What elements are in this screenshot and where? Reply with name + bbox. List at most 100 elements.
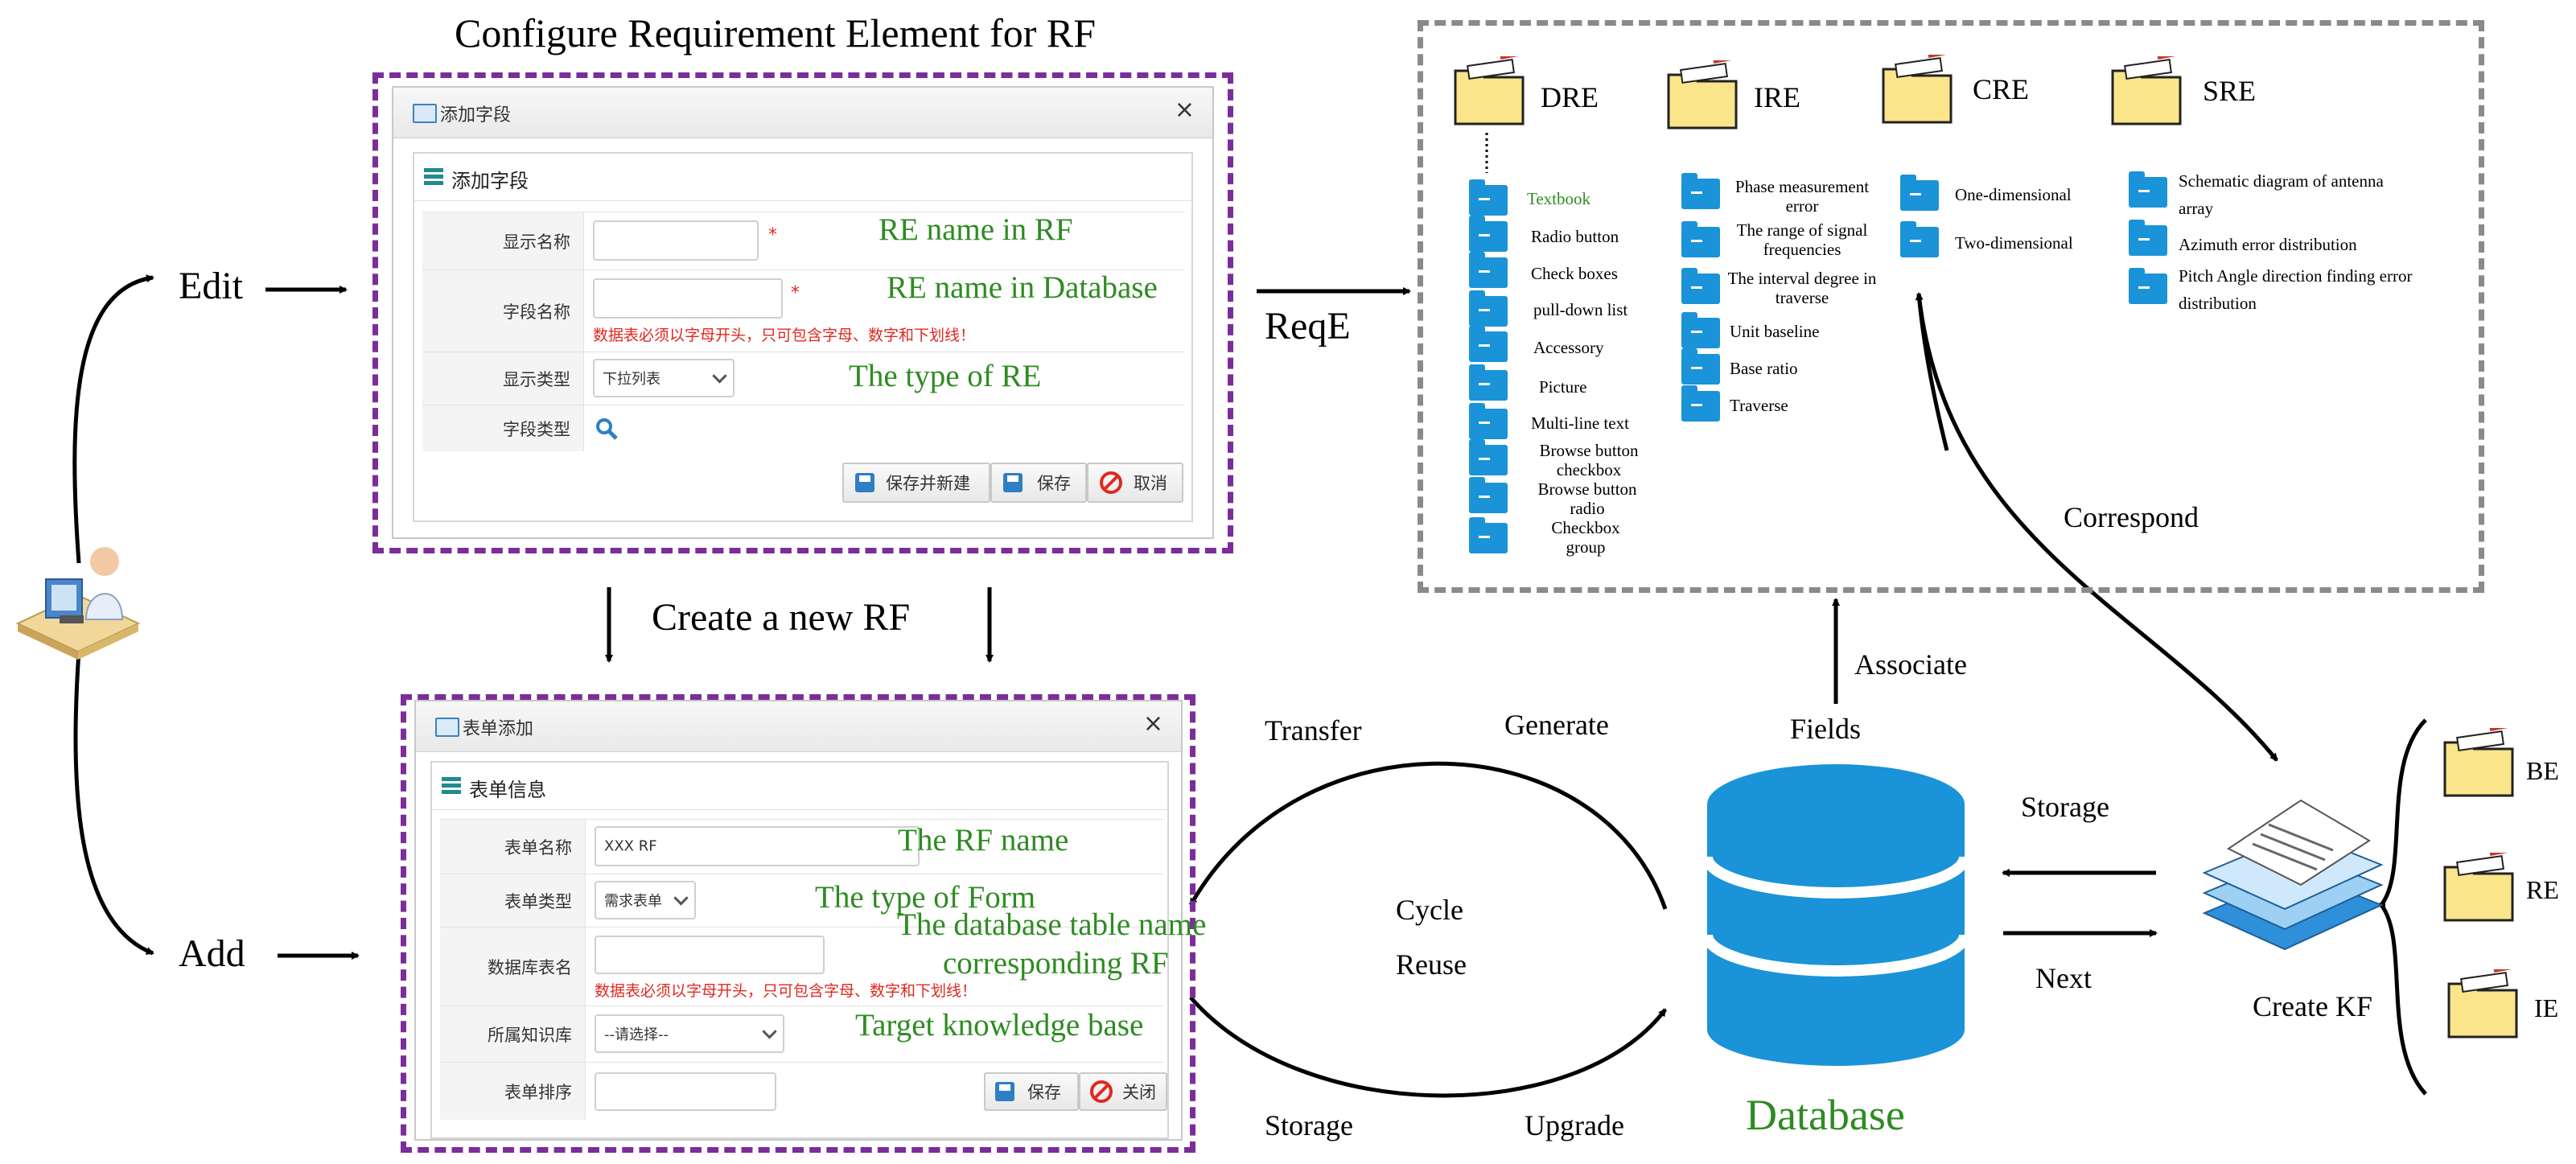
form-row: 所属知识库 --请选择-- xyxy=(440,1006,1164,1062)
blue-folder-icon xyxy=(1900,221,1939,257)
top-window-frame xyxy=(372,72,1233,553)
folder-icon xyxy=(2447,969,2518,1039)
annotation-re-name-db: RE name in Database xyxy=(887,270,1158,305)
blue-folder-icon xyxy=(1469,517,1508,553)
transfer-label: Transfer xyxy=(1265,714,1362,747)
form-row: 表单类型 需求表单 xyxy=(440,874,1164,927)
folder-icon xyxy=(1882,55,1953,124)
close-icon[interactable]: × xyxy=(1174,96,1195,124)
annotation-rf-name: The RF name xyxy=(898,823,1069,858)
sre-item: Azimuth error distribution xyxy=(2179,235,2357,254)
kf-folder-re: RE xyxy=(2526,875,2559,904)
annotation-db-table-1: The database table name xyxy=(897,907,1207,942)
save-and-new-button[interactable]: 保存并新建 xyxy=(842,463,990,503)
panel-header: 添加字段 xyxy=(414,154,1191,201)
fields-label: Fields xyxy=(1790,713,1862,745)
ire-item: Traverse xyxy=(1730,396,1788,415)
reuse-label: Reuse xyxy=(1396,948,1467,981)
add-label: Add xyxy=(179,932,245,975)
next-label: Next xyxy=(2035,962,2092,994)
close-button[interactable]: 关闭 xyxy=(1079,1072,1167,1111)
field-label: 所属知识库 xyxy=(488,1025,572,1045)
field-label: 表单类型 xyxy=(504,891,572,911)
panel-header: 表单信息 xyxy=(432,763,1167,810)
blue-folder-icon xyxy=(1469,326,1508,362)
sre-item: Schematic diagram of antenna array xyxy=(2179,171,2384,218)
arrow-user-add xyxy=(73,651,154,956)
form-row: 表单排序 保存 关闭 xyxy=(440,1062,1167,1120)
arrow-cycle-top xyxy=(1188,761,1668,910)
save-button[interactable]: 保存 xyxy=(984,1072,1079,1111)
folder-icon xyxy=(2111,56,2182,125)
blue-folder-icon xyxy=(1681,348,1720,385)
edit-label: Edit xyxy=(179,265,243,307)
annotation-re-type: The type of RE xyxy=(849,359,1042,393)
blue-folder-icon xyxy=(1469,403,1508,439)
search-icon[interactable] xyxy=(595,417,619,441)
cre-item: Two-dimensional xyxy=(1955,233,2073,253)
window-icon xyxy=(435,718,459,737)
blue-folder-icon xyxy=(1469,252,1508,288)
annotation-db-table-2: corresponding RF xyxy=(943,946,1169,981)
associate-label: Associate xyxy=(1854,648,1967,681)
dre-item: Checkbox group xyxy=(1551,518,1620,557)
reqe-label: ReqE xyxy=(1265,305,1351,348)
cancel-button[interactable]: 取消 xyxy=(1087,463,1183,503)
blue-folder-icon xyxy=(1469,477,1508,513)
form-row: 字段名称 * 数据表必须以字母开头，只可包含字母、数字和下划线！ xyxy=(422,269,1185,352)
blue-folder-icon xyxy=(2129,268,2167,304)
field-name-input[interactable] xyxy=(593,278,783,319)
save-button[interactable]: 保存 xyxy=(990,463,1087,503)
blue-folder-icon xyxy=(2129,220,2167,256)
display-name-input[interactable] xyxy=(593,220,759,261)
annotation-target-kb: Target knowledge base xyxy=(855,1008,1144,1043)
group-name-sre: SRE xyxy=(2203,75,2257,107)
knowledge-base-select[interactable]: --请选择-- xyxy=(595,1014,784,1053)
kf-folder-be: BE xyxy=(2526,756,2559,785)
dre-item: Browse button radio xyxy=(1537,479,1637,518)
bottom-window-frame xyxy=(401,694,1195,1153)
dre-item: Radio button xyxy=(1531,227,1619,246)
document-stack-icon xyxy=(2202,799,2384,951)
display-type-select[interactable]: 下拉列表 xyxy=(593,359,735,397)
annotation-re-name-rf: RE name in RF xyxy=(879,212,1073,247)
dre-item: pull-down list xyxy=(1533,300,1628,319)
blue-folder-icon xyxy=(1681,312,1720,348)
generate-label: Generate xyxy=(1504,709,1609,741)
dre-item: Picture xyxy=(1539,377,1587,397)
dre-item: Check boxes xyxy=(1531,264,1618,283)
group-name-ire: IRE xyxy=(1754,81,1800,113)
blue-folder-icon xyxy=(1469,216,1508,252)
blue-folder-icon xyxy=(1469,290,1508,327)
form-name-input[interactable]: XXX RF xyxy=(595,826,920,866)
reqe-frame xyxy=(1418,20,2484,593)
panel-title: 添加字段 xyxy=(451,170,529,192)
arrow-correspond xyxy=(1916,293,2278,762)
field-label: 表单名称 xyxy=(504,837,572,858)
dre-item: Textbook xyxy=(1527,189,1591,208)
dre-item: Browse button checkbox xyxy=(1539,441,1639,479)
dre-item: Accessory xyxy=(1533,338,1604,357)
group-name-dre: DRE xyxy=(1541,81,1599,113)
create-kf-label: Create KF xyxy=(2253,990,2372,1022)
field-label: 数据库表名 xyxy=(488,957,572,977)
folder-icon xyxy=(2443,853,2514,922)
add-field-panel: 添加字段 显示名称 * 字段名称 * 数据表必须以字母开头，只可包含字母、数字和… xyxy=(413,152,1193,522)
chevron-down-icon xyxy=(762,1024,777,1039)
folder-icon xyxy=(2443,728,2514,797)
close-icon[interactable]: × xyxy=(1142,710,1163,738)
correspond-label: Correspond xyxy=(2064,501,2199,533)
field-label: 表单排序 xyxy=(504,1082,572,1102)
blue-folder-icon xyxy=(1900,175,1939,211)
list-icon xyxy=(424,168,443,186)
form-type-select[interactable]: 需求表单 xyxy=(595,881,696,919)
annotation-form-type: The type of Form xyxy=(815,880,1036,915)
blue-folder-icon xyxy=(1469,364,1508,401)
form-order-input[interactable] xyxy=(595,1072,776,1111)
ire-item: Unit baseline xyxy=(1730,322,1820,341)
required-mark: * xyxy=(791,283,800,303)
db-table-name-input[interactable] xyxy=(595,936,825,974)
validation-error: 数据表必须以字母开头，只可包含字母、数字和下划线！ xyxy=(595,982,977,1000)
window-titlebar: 表单添加 × xyxy=(416,701,1181,752)
field-label: 字段名称 xyxy=(503,302,570,322)
